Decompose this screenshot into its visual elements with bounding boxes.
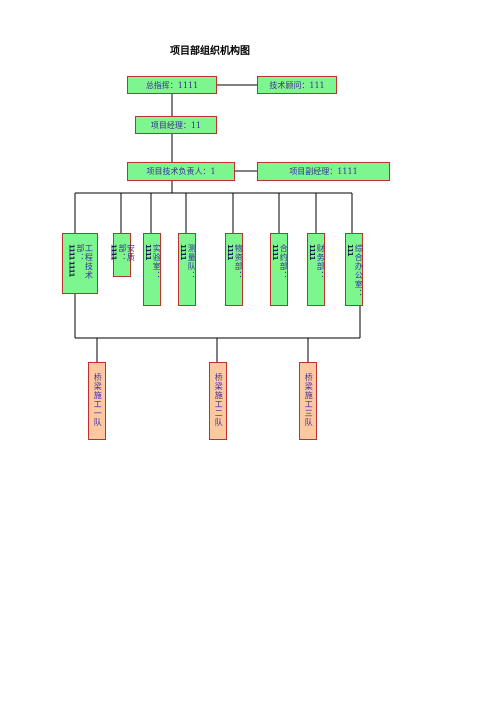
dept-label: 合约部：: [279, 244, 289, 280]
dept-finance: 财务部： 1111: [307, 233, 325, 306]
dept-laboratory: 实验室： 1111: [143, 233, 161, 306]
dept-label: 安质部：: [118, 244, 136, 262]
team-label: 桥梁施工二队: [214, 373, 224, 427]
dept-value: 1111 1111: [67, 244, 76, 277]
dept-contracts: 合约部： 1111: [270, 233, 288, 306]
dept-label: 综合办公室：: [354, 244, 364, 298]
dept-engineering: 工程技术部： 1111 1111: [62, 233, 98, 294]
dept-value: 1111: [143, 244, 152, 260]
dept-value: 1111: [178, 244, 187, 260]
dept-label: 财务部：: [316, 244, 326, 280]
team-3: 桥梁施工三队: [299, 362, 317, 440]
dept-safety-quality: 安质部： 1111: [109, 233, 135, 277]
team-1: 桥梁施工一队: [88, 362, 106, 440]
chart-title: 项目部组织机构图: [170, 46, 250, 57]
manager-box: 项目经理：11: [135, 116, 217, 134]
commander-box: 总指挥：1111: [127, 76, 217, 94]
deputy-manager-box: 项目副经理：1111: [257, 162, 390, 181]
dept-value: 1111: [270, 244, 279, 260]
dept-value: 1111: [109, 244, 118, 260]
team-2: 桥梁施工二队: [209, 362, 227, 440]
dept-label: 测量队：: [187, 244, 197, 280]
dept-label: 物资部：: [234, 244, 244, 280]
dept-materials: 物资部： 1111: [225, 233, 243, 306]
team-label: 桥梁施工三队: [304, 373, 314, 427]
dept-label: 工程技术部：: [76, 244, 94, 280]
team-label: 桥梁施工一队: [93, 373, 103, 427]
tech-lead-box: 项目技术负责人：1: [127, 162, 235, 181]
dept-general-office: 综合办公室： 111: [345, 233, 363, 306]
dept-value: 111: [345, 244, 354, 256]
dept-value: 1111: [307, 244, 316, 260]
dept-value: 1111: [225, 244, 234, 260]
dept-survey: 测量队： 1111: [178, 233, 196, 306]
advisor-box: 技术顾问：111: [257, 76, 337, 94]
dept-label: 实验室：: [152, 244, 162, 280]
